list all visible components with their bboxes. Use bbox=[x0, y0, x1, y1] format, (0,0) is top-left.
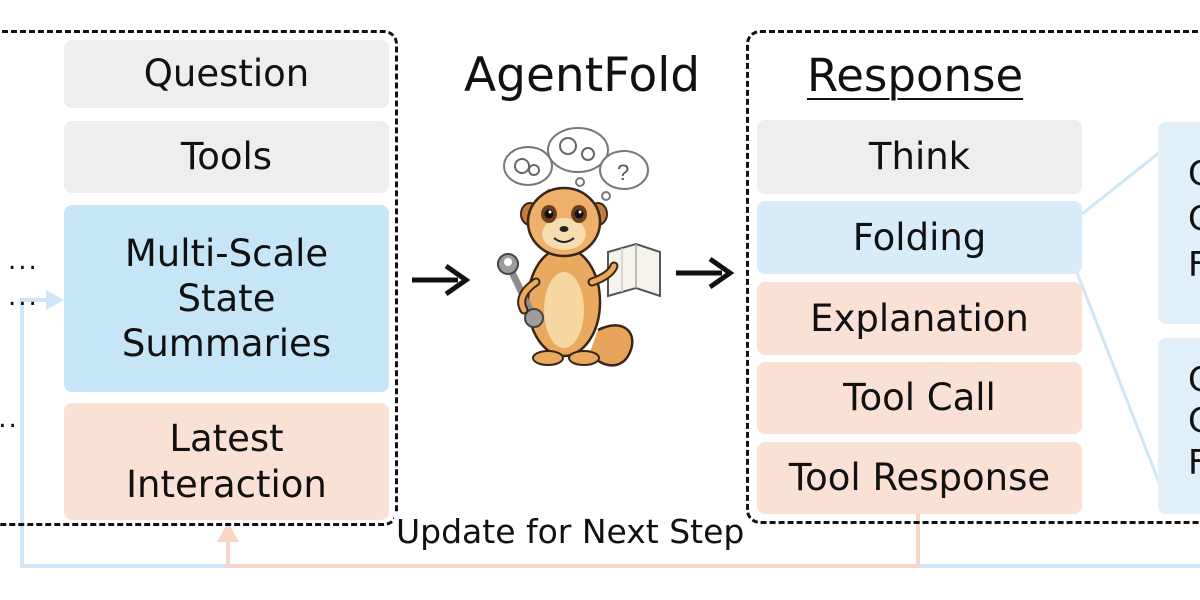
folding-expand-line-top bbox=[1081, 150, 1161, 216]
explanation-box: Explanation bbox=[757, 282, 1082, 355]
folding-detail-1-line-1: C bbox=[1188, 154, 1200, 194]
tool-response-box: Tool Response bbox=[757, 442, 1082, 514]
tool-call-label: Tool Call bbox=[843, 376, 996, 420]
meerkat-right-eye bbox=[574, 209, 584, 219]
tools-label: Tools bbox=[180, 135, 273, 179]
summaries-line-2: State bbox=[177, 276, 276, 320]
blue-feedback-arrowhead bbox=[46, 290, 64, 310]
meerkat-smile bbox=[553, 237, 575, 243]
question-mark-icon: ? bbox=[617, 160, 629, 185]
think-label: Think bbox=[868, 135, 971, 179]
meerkat-left-eye bbox=[544, 209, 554, 219]
map-icon bbox=[607, 242, 661, 298]
folding-detail-box-1: C C F bbox=[1158, 122, 1200, 324]
response-title: Response bbox=[807, 49, 1024, 102]
folding-detail-2-line-2: C bbox=[1188, 401, 1200, 442]
peach-feedback-line bbox=[226, 514, 920, 568]
folding-detail-1-line-3: F bbox=[1188, 244, 1200, 285]
folding-expand-line-bottom bbox=[1074, 269, 1164, 491]
think-box: Think bbox=[757, 120, 1082, 194]
peach-feedback-arrowhead bbox=[217, 522, 239, 542]
folding-detail-1-line-2: C bbox=[1188, 199, 1200, 240]
ellipsis-2: ... bbox=[8, 282, 39, 312]
folding-detail-2-line-1: C bbox=[1188, 360, 1200, 400]
explanation-label: Explanation bbox=[810, 296, 1029, 340]
response-frame bbox=[746, 30, 1200, 524]
gear-icon bbox=[514, 137, 595, 176]
folding-label: Folding bbox=[852, 215, 987, 259]
meerkat-nose bbox=[559, 226, 569, 232]
ellipsis-3: ... bbox=[0, 404, 19, 434]
question-label: Question bbox=[143, 52, 310, 96]
agentfold-title: AgentFold bbox=[464, 48, 701, 103]
meerkat-tail bbox=[588, 324, 634, 367]
tools-box: Tools bbox=[64, 121, 389, 193]
tool-call-box: Tool Call bbox=[757, 362, 1082, 434]
ellipsis-1: ... bbox=[8, 246, 39, 276]
update-next-step-label: Update for Next Step bbox=[394, 512, 747, 551]
folding-detail-2-line-3: F bbox=[1188, 442, 1200, 483]
tool-response-label: Tool Response bbox=[788, 456, 1051, 500]
folding-detail-box-2: C C F bbox=[1158, 338, 1200, 514]
meerkat-right-foot bbox=[568, 350, 600, 366]
folding-box: Folding bbox=[757, 201, 1082, 274]
latest-interaction-box: Latest Interaction bbox=[64, 403, 389, 520]
latest-line-2: Interaction bbox=[126, 462, 327, 506]
context-frame bbox=[0, 30, 398, 526]
summaries-line-1: Multi-Scale bbox=[124, 231, 329, 275]
question-box: Question bbox=[64, 40, 389, 108]
arrow-agent-to-response bbox=[676, 256, 735, 290]
meerkat-left-foot bbox=[532, 350, 564, 366]
summaries-line-3: Summaries bbox=[121, 322, 332, 366]
latest-line-1: Latest bbox=[169, 417, 284, 461]
arrow-context-to-agent bbox=[412, 263, 471, 297]
summaries-box: Multi-Scale State Summaries bbox=[64, 205, 389, 392]
